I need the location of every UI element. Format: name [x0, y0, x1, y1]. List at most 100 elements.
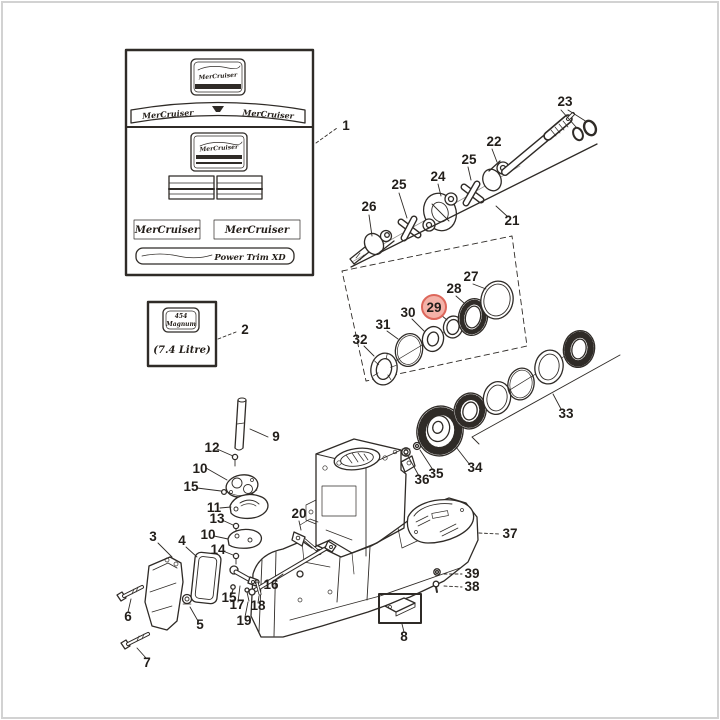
callout-29-highlighted: 29 — [426, 300, 441, 315]
gear-bearing-stack — [401, 329, 621, 457]
part-33-ring — [534, 349, 564, 385]
callout-4: 4 — [178, 533, 186, 548]
engine-decal-line2: Magnum — [165, 321, 196, 328]
part-33-cone-bearing — [453, 392, 487, 430]
callout-7: 7 — [143, 655, 151, 670]
callout-36: 36 — [414, 472, 430, 487]
part-18-pin — [254, 579, 262, 596]
callout-30: 30 — [400, 305, 415, 320]
decal-set-box — [124, 48, 315, 277]
engine-decal-text: 454 Magnum (7.4 Litre) — [153, 313, 211, 356]
part-24-coupler — [422, 192, 458, 232]
part-6-bolt — [116, 585, 144, 602]
callout-28: 28 — [446, 281, 462, 296]
part-26-yoke — [349, 229, 395, 265]
callout-24: 24 — [430, 169, 446, 184]
callout-12: 12 — [204, 440, 219, 455]
callout-25a: 25 — [461, 152, 477, 167]
decal-curve-right-text: MerCruiser — [241, 107, 295, 121]
part-25-cross-right — [460, 180, 485, 207]
callout-10b: 10 — [200, 527, 215, 542]
part-25-cross-left — [397, 215, 422, 242]
driveshaft-assembly — [349, 112, 598, 268]
lower-housing — [250, 497, 479, 638]
part-35-washer — [412, 441, 422, 451]
decal-small-sticker-text: MerCruiser — [198, 144, 239, 154]
part-12-screw — [231, 453, 239, 467]
callout-18: 18 — [250, 598, 266, 613]
part-21-line — [350, 143, 598, 268]
part-33-serrated-race — [562, 329, 596, 369]
part-10-plate-lower — [227, 528, 263, 549]
part-28-bearing-race — [457, 298, 489, 336]
engine-decal-litre: (7.4 Litre) — [153, 345, 211, 356]
callout-26: 26 — [361, 199, 377, 214]
part-19-stud — [244, 587, 250, 602]
callout-21: 21 — [504, 213, 520, 228]
part-38-bolt — [432, 580, 440, 593]
callout-25b: 25 — [391, 177, 407, 192]
part-15-screw-upper — [220, 488, 228, 496]
decal-right-text: MerCruiser — [224, 225, 290, 236]
callout-39: 39 — [464, 566, 479, 581]
dashed-group-outline — [341, 235, 528, 382]
part-14-screw — [232, 552, 240, 565]
callout-22: 22 — [486, 134, 501, 149]
part-11-cam-plate — [229, 493, 269, 520]
callout-27: 27 — [463, 269, 478, 284]
part-3-bracket — [144, 556, 184, 631]
callout-33: 33 — [558, 406, 574, 421]
decal-left-text: MerCruiser — [134, 225, 200, 236]
callout-19: 19 — [236, 613, 251, 628]
part-39-bolt — [433, 568, 441, 576]
callout-labels: 1 2 3 4 5 6 7 8 9 10 10 11 12 13 14 15 1… — [124, 94, 574, 670]
engine-decal-line1: 454 — [175, 313, 188, 320]
part-16-rod — [248, 540, 337, 596]
bracket-cluster — [116, 551, 222, 650]
callout-5: 5 — [196, 617, 204, 632]
part-30-washer — [421, 325, 445, 353]
callout-15b: 15 — [221, 590, 237, 605]
part-33-cup — [482, 380, 512, 416]
plate-hardware-group — [378, 499, 475, 624]
part-7-bolt — [120, 632, 150, 650]
stack-bracket-line — [471, 354, 621, 445]
bearing-shim-set — [370, 280, 514, 386]
callout-20: 20 — [291, 506, 306, 521]
part-23-orings — [572, 119, 598, 142]
part-37-plate — [406, 499, 475, 544]
part-8-boxed-plate — [378, 593, 422, 624]
callout-37: 37 — [502, 526, 517, 541]
part-5-plug — [181, 593, 193, 605]
callout-1: 1 — [342, 118, 350, 133]
decal-top-sticker-text: MerCruiser — [197, 72, 238, 82]
callout-13: 13 — [209, 511, 225, 526]
decal-set-text: MerCruiser MerCruiser MerCruiser MerCrui… — [134, 72, 295, 263]
callout-15a: 15 — [183, 479, 199, 494]
part-31-oring — [394, 332, 424, 368]
part-22-yoke-shaft — [482, 112, 575, 192]
decal-curve-left-text: MerCruiser — [141, 107, 195, 121]
callout-11: 11 — [207, 500, 222, 515]
callout-6: 6 — [124, 609, 132, 624]
part-27-ring — [480, 280, 514, 320]
engine-decal-box — [146, 300, 218, 368]
upper-housing — [305, 438, 416, 603]
callout-10a: 10 — [192, 461, 207, 476]
callout-38: 38 — [464, 579, 480, 594]
leader-lines — [127, 109, 588, 659]
part-4-gasket — [190, 551, 222, 605]
callout-34: 34 — [467, 460, 483, 475]
callout-17: 17 — [229, 597, 244, 612]
callout-35: 35 — [428, 466, 444, 481]
lever-rod-cluster — [229, 518, 337, 602]
part-9-pin — [234, 397, 247, 451]
callout-23: 23 — [557, 94, 573, 109]
callout-14: 14 — [210, 542, 226, 557]
part-32-spoked-ring — [370, 352, 398, 386]
callout-3: 3 — [149, 529, 157, 544]
part-34-bevel-gear — [416, 405, 464, 457]
